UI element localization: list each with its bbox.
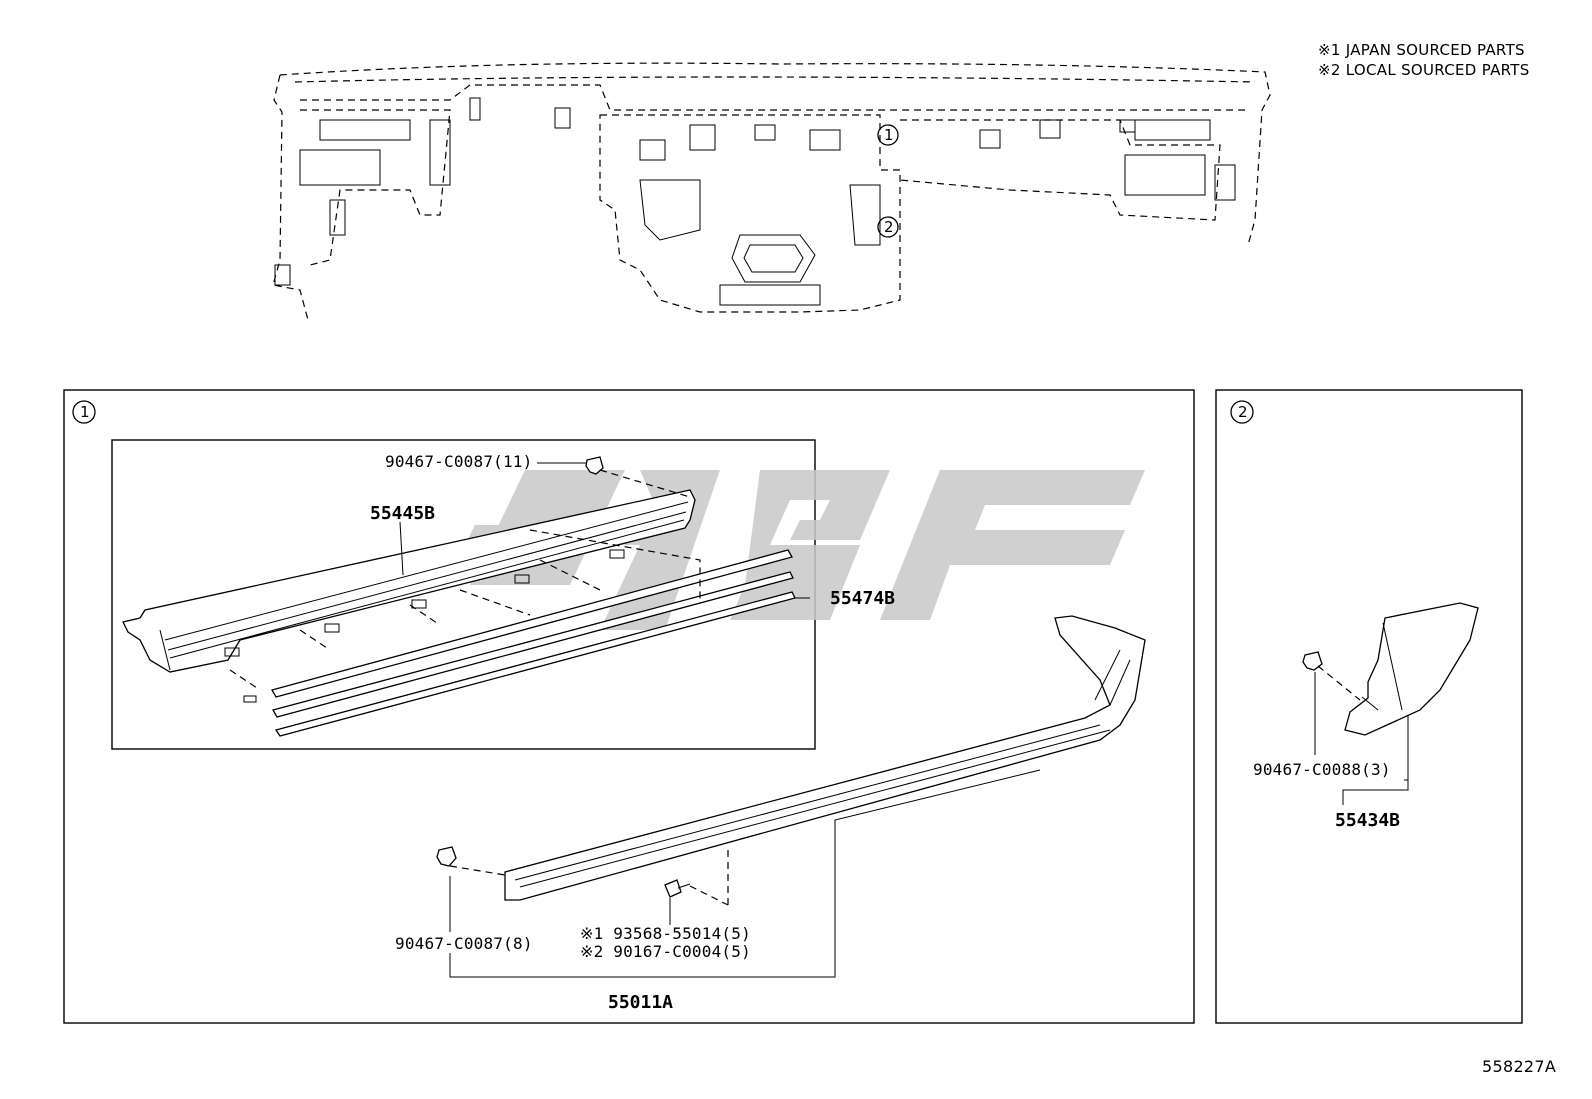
panel2-marker-circle <box>1230 400 1254 424</box>
part-number-clip-top[interactable]: 90467-C0087(11) <box>385 452 533 471</box>
panel1-frame <box>63 389 1195 1024</box>
garnish-55445B <box>122 489 696 673</box>
callout-ref2[interactable]: 2 <box>884 218 894 236</box>
diagram-id: 558227A <box>1482 1057 1557 1076</box>
part-number-55474B[interactable]: 55474B <box>830 588 896 609</box>
clip-panel2-icon <box>1302 651 1323 671</box>
part-number-55011A[interactable]: 55011A <box>608 992 674 1013</box>
leader-lines-lower <box>449 769 1041 978</box>
part-number-clip-panel2[interactable]: 90467-C0088(3) <box>1253 760 1391 779</box>
note-local-sourced: ※2 LOCAL SOURCED PARTS <box>1318 61 1530 79</box>
leader-lines-panel2 <box>1314 665 1409 805</box>
lower-panel-55434B <box>1344 602 1479 736</box>
part-number-clip-bottom[interactable]: 90467-C0087(8) <box>395 934 533 953</box>
panel2-marker: 2 <box>1238 403 1248 421</box>
screw-icon <box>664 879 691 898</box>
strip-55474B <box>271 549 796 737</box>
panel1-marker-circle <box>72 400 96 424</box>
assembly-lines-inset <box>229 469 701 703</box>
leader-55445B <box>399 521 404 576</box>
garnish-55011A <box>504 615 1146 901</box>
callout-ref1-circle <box>877 124 899 146</box>
instrument-panel-outline <box>272 62 1271 321</box>
callout-ref1[interactable]: 1 <box>884 126 894 144</box>
panel1-marker: 1 <box>80 403 90 421</box>
clip-top-icon <box>585 456 604 475</box>
note-japan-sourced: ※1 JAPAN SOURCED PARTS <box>1318 41 1525 59</box>
callout-ref2-circle <box>877 216 899 238</box>
part-number-screw-local[interactable]: ※2 90167-C0004(5) <box>580 942 751 961</box>
clip-bottom-icon <box>436 846 457 867</box>
panel2-frame <box>1215 389 1523 1024</box>
part-number-55434B[interactable]: 55434B <box>1335 810 1401 831</box>
part-number-screw-japan[interactable]: ※1 93568-55014(5) <box>580 924 751 943</box>
part-number-55445B[interactable]: 55445B <box>370 503 436 524</box>
